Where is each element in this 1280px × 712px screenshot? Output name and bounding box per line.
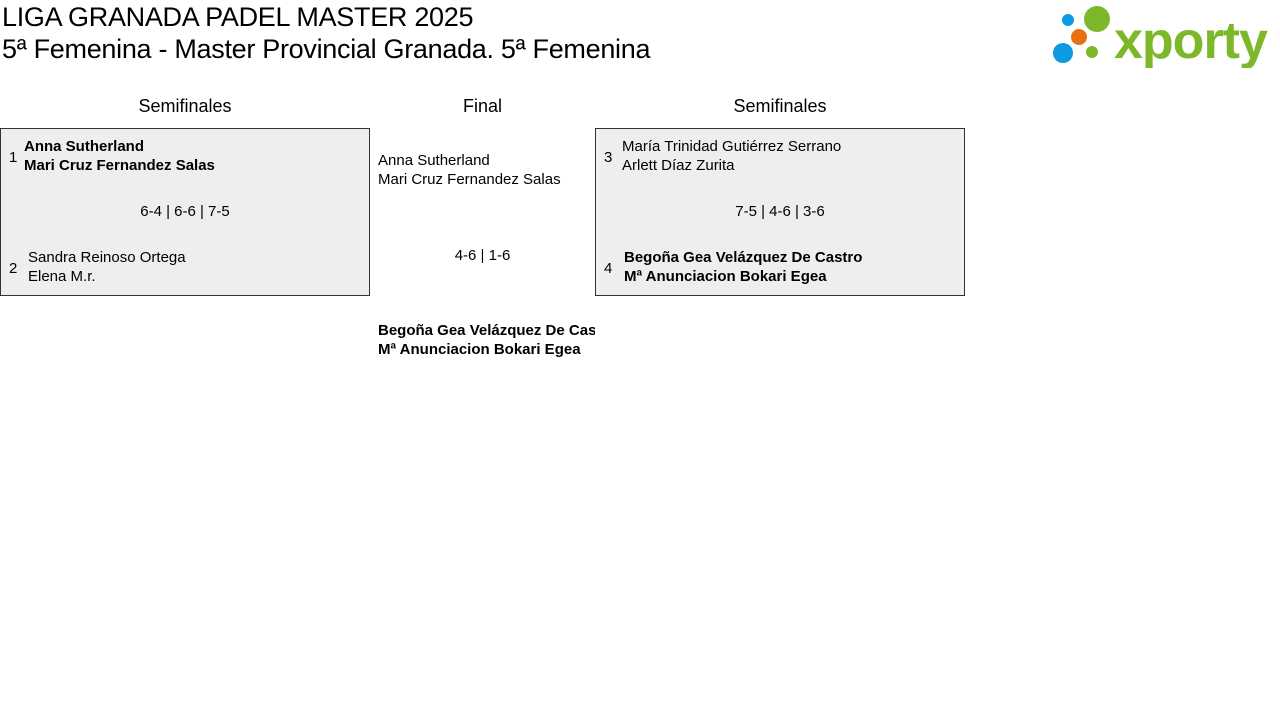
category-title: 5ª Femenina - Master Provincial Granada.… <box>2 34 651 64</box>
match-score: 7-5 | 4-6 | 3-6 <box>735 203 825 220</box>
team-winner: Anna Sutherland Mari Cruz Fernandez Sala… <box>24 137 215 175</box>
team-loser: María Trinidad Gutiérrez Serrano Arlett … <box>622 137 841 175</box>
match-semifinal-1[interactable]: 1 Anna Sutherland Mari Cruz Fernandez Sa… <box>0 128 370 296</box>
round-header-final: Final <box>462 96 502 116</box>
round-header-semifinal-left: Semifinales <box>138 96 232 116</box>
round-header-semifinal-right: Semifinales <box>733 96 827 116</box>
player-name: Mari Cruz Fernandez Salas <box>24 157 215 174</box>
player-name: María Trinidad Gutiérrez Serrano <box>622 138 842 155</box>
seed: 2 <box>9 260 18 277</box>
player-name: Mª Anunciacion Bokari Egea <box>624 268 827 285</box>
player-name: Anna Sutherland <box>378 152 490 169</box>
player-name: Anna Sutherland <box>24 138 145 155</box>
match-semifinal-2[interactable]: 3 María Trinidad Gutiérrez Serrano Arlet… <box>595 128 965 296</box>
svg-text:xporty: xporty <box>1114 12 1268 68</box>
team-winner: Begoña Gea Velázquez De Castro Mª Anunci… <box>624 248 862 286</box>
player-name: Elena M.r. <box>28 268 96 285</box>
player-name: Mª Anunciacion Bokari Egea <box>378 341 581 358</box>
player-name: Arlett Díaz Zurita <box>622 157 735 174</box>
team-loser: Sandra Reinoso Ortega Elena M.r. <box>28 248 186 286</box>
final-score: 4-6 | 1-6 <box>454 247 511 264</box>
player-name: Sandra Reinoso Ortega <box>28 249 186 266</box>
match-score: 6-4 | 6-6 | 7-5 <box>140 203 230 220</box>
seed: 3 <box>604 149 613 166</box>
xporty-logo[interactable]: xporty <box>1050 4 1276 68</box>
final-team-1: Anna Sutherland Mari Cruz Fernandez Sala… <box>378 151 595 189</box>
seed: 1 <box>9 149 18 166</box>
player-name: Begoña Gea Velázquez De Castro <box>378 322 595 339</box>
final-team-2: Begoña Gea Velázquez De Castro Mª Anunci… <box>378 321 595 359</box>
seed: 4 <box>604 260 613 277</box>
player-name: Mari Cruz Fernandez Salas <box>378 171 561 188</box>
tournament-title: LIGA GRANADA PADEL MASTER 2025 <box>2 2 474 32</box>
player-name: Begoña Gea Velázquez De Castro <box>624 249 863 266</box>
